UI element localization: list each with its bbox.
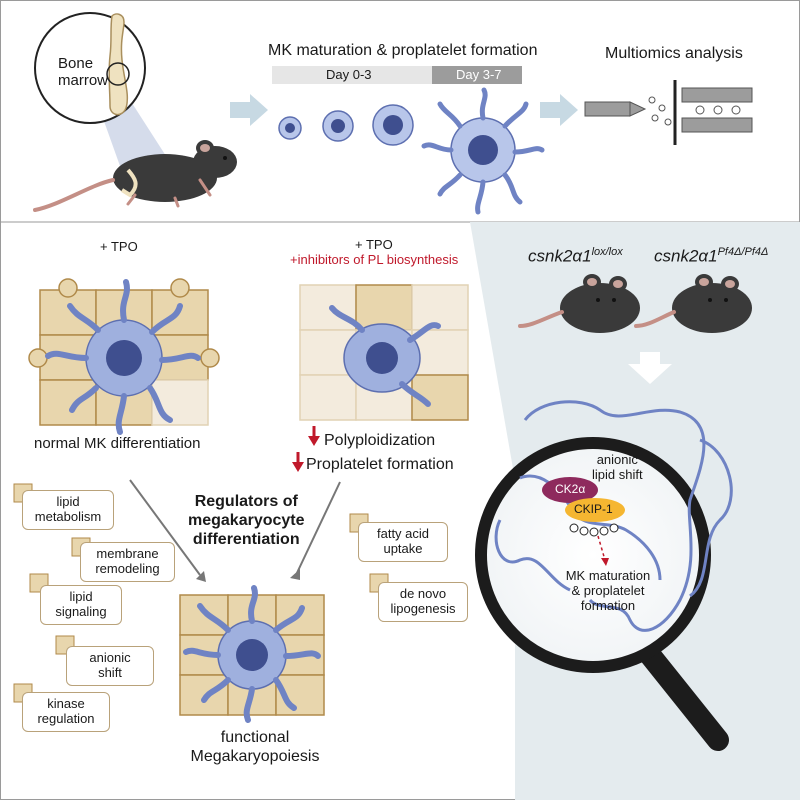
normal-diff-label: normal MK differentiation [34,435,201,452]
functional-line-2: Megakaryopoiesis [190,748,320,765]
decrease-arrow-1 [308,426,320,446]
genotype-2-base: csnk2α1 [654,246,718,266]
mk-mat-line-2: & proplatelet [571,583,645,598]
tag-text: shift [98,665,122,680]
functional-line-1: functional [220,729,290,746]
maturation-title: MK maturation & proplatelet formation [268,42,538,59]
day-early-label: Day 0-3 [326,67,372,82]
tag-text: remodeling [95,561,160,576]
decrease-arrow-2 [292,452,304,472]
mk-mat-line-1: MK maturation [565,568,651,583]
bone-marrow-line-1: Bone [58,55,94,72]
genotype-label-1: csnk2α1lox/lox [528,246,623,266]
megakaryocyte-normal [45,279,201,435]
down-arrow-white [628,352,672,384]
tag-text: kinase [47,696,85,711]
ck2-complex [542,477,625,566]
mouse-wildtype-icon [518,274,640,333]
tpo-label-right: + TPO [355,237,393,252]
tag-text: regulation [37,711,95,726]
multiomics-title: Multiomics analysis [605,45,743,62]
tag-text: membrane [96,546,159,561]
inhibitors-label: +inhibitors of PL biosynthesis [290,252,459,267]
megakaryocyte-functional [183,585,321,723]
mk-maturation-label: MK maturation & proplatelet formation [558,568,658,613]
mouse-knockout-icon [634,274,752,333]
tag-text: lipid [69,589,93,604]
regulators-line-1: Regulators of [194,493,298,510]
megakaryocyte-inhibited [329,305,441,407]
proplatelet-label: Proplatelet formation [306,456,454,473]
day-late-label: Day 3-7 [456,67,502,82]
genotype-label-2: csnk2α1Pf4Δ/Pf4Δ [654,246,768,266]
arrow-left-converge [129,479,206,582]
tpo-label-left: + TPO [100,239,138,254]
multiomics-icon [584,80,753,145]
tag-text: anionic [89,650,131,665]
tag-text: metabolism [34,509,102,524]
functional-label: functional Megakaryopoiesis [190,728,320,766]
mk-mat-line-3: formation [580,598,636,613]
mk-cell-stage-4 [421,87,545,215]
anionic-line-1: anionic [596,452,638,467]
arrow-to-multiomics [540,94,578,126]
genotype-1-base: csnk2α1 [528,246,592,266]
regulators-line-2: megakaryocyte [188,512,305,529]
mk-cell-stage-3 [372,104,414,146]
regulators-line-3: differentiation [192,531,300,548]
timeline-early [272,66,432,84]
ck2-label: CK2α [555,482,586,496]
timeline-late [432,66,522,84]
anionic-lipid-label: anionic lipid shift [592,452,643,482]
genotype-2-sup: Pf4Δ/Pf4Δ [717,246,769,258]
bone-marrow-label: Bone marrow [58,55,108,89]
genotype-1-sup: lox/lox [591,246,623,258]
regulators-title: Regulators of megakaryocyte differentiat… [188,492,305,549]
tag-text: lipid [56,494,80,509]
tag-text: uptake [383,541,423,556]
arrow-to-maturation [230,94,268,126]
arrow-right-converge [290,481,341,580]
mk-cell-stage-2 [322,110,354,142]
tag-text: lipogenesis [390,601,456,616]
bone-marrow-line-2: marrow [58,72,109,89]
anionic-line-2: lipid shift [592,467,643,482]
ckip-label: CKIP-1 [574,502,613,516]
tag-text: de novo [399,586,447,601]
tag-text: fatty acid [376,526,430,541]
tag-text: signaling [55,604,107,619]
mouse-icon [33,140,237,212]
mk-cell-stage-1 [278,116,302,140]
polyploid-label: Polyploidization [324,432,436,449]
